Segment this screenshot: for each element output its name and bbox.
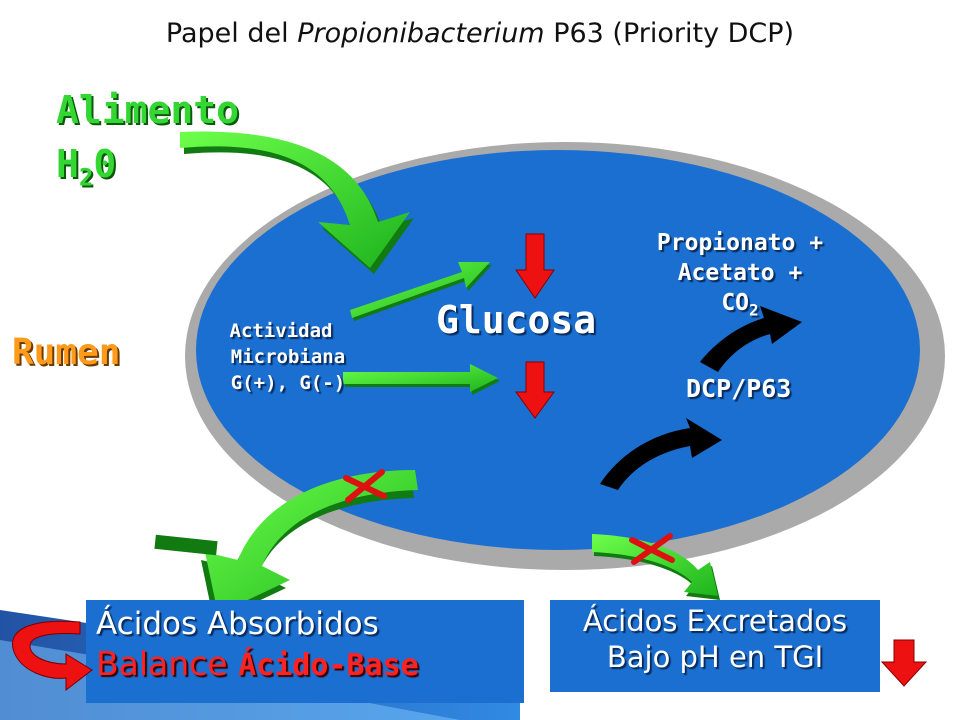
absorbed-acids-arrow xyxy=(154,470,418,622)
dcp-label: DCP/P63 xyxy=(686,374,792,403)
excreted-acids-text: Ácidos Excretados Bajo pH en TGI xyxy=(550,604,880,674)
products-text: Propionato + Acetato + CO2 xyxy=(620,228,860,326)
microbial-activity-text: Actividad Microbiana G(+), G(-) xyxy=(198,318,378,396)
microbial-line-2: Microbiana xyxy=(230,346,346,368)
acid-base-balance: Balance Ácido-Base xyxy=(96,644,516,683)
products-line-3: CO2 xyxy=(620,288,860,326)
water-subscript: 2 xyxy=(78,163,94,192)
excreted-acids-arrow xyxy=(592,534,720,600)
red-arrow-ph xyxy=(880,639,928,687)
red-arrow-top xyxy=(515,233,555,299)
absorbed-acids-text: Ácidos Absorbidos Balance Ácido-Base xyxy=(96,606,516,683)
red-arrow-bottom xyxy=(515,361,555,419)
balance-word: Balance xyxy=(96,644,239,683)
absorbed-acids-title: Ácidos Absorbidos xyxy=(96,606,379,642)
co-text: CO xyxy=(721,290,750,316)
food-inflow-arrow xyxy=(180,131,414,274)
low-ph-text: Bajo pH en TGI xyxy=(606,640,824,674)
absorbed-acids-box xyxy=(86,600,524,703)
products-line-2: Acetato + xyxy=(677,260,803,286)
acid-base-word: Ácido-Base xyxy=(238,648,419,683)
water-h: H xyxy=(56,142,79,186)
title-suffix: P63 (Priority DCP) xyxy=(544,18,795,49)
black-arrow-lower xyxy=(600,418,722,490)
excreted-acids-box xyxy=(550,600,880,692)
microbial-arrow-up xyxy=(350,262,492,321)
title-italic: Propionibacterium xyxy=(297,18,545,49)
title-prefix: Papel del xyxy=(165,18,298,49)
red-curved-arrow xyxy=(12,620,93,692)
co-subscript: 2 xyxy=(749,300,759,320)
water-label: H20 xyxy=(56,142,116,192)
microbial-line-3: G(+), G(-) xyxy=(230,372,346,394)
water-zero: 0 xyxy=(93,142,117,186)
glucose-label: Glucosa xyxy=(436,298,597,342)
red-x-absorbed xyxy=(343,469,387,503)
rumen-label: Rumen xyxy=(12,332,121,373)
excreted-acids-title: Ácidos Excretados xyxy=(582,604,848,638)
microbial-arrow-right xyxy=(343,364,500,395)
black-arrow-upper xyxy=(700,306,802,372)
food-label: Alimento xyxy=(56,88,240,132)
red-x-excreted xyxy=(629,533,675,565)
microbial-line-1: Actividad xyxy=(229,320,333,342)
slide-title: Papel del Propionibacterium P63 (Priorit… xyxy=(0,18,960,49)
products-line-1: Propionato + xyxy=(656,230,824,256)
